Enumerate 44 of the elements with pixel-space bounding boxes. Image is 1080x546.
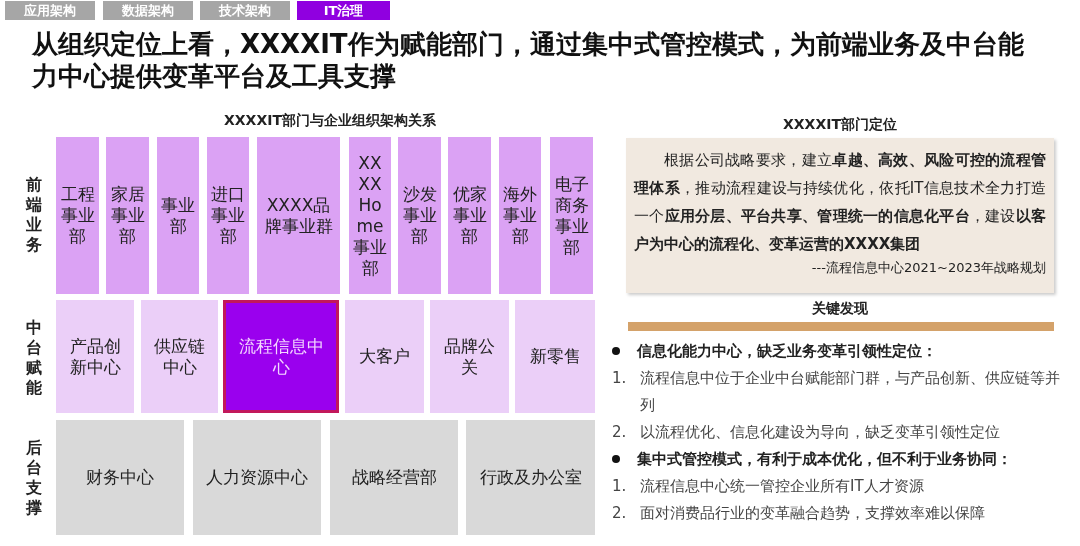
department-box: 行政及办公室 (466, 420, 595, 535)
row-label: 中台赋能 (26, 318, 43, 398)
finding-text: 流程信息中心统一管控企业所有IT人才资源 (640, 476, 925, 497)
department-box: 财务中心 (56, 420, 184, 535)
tab: 数据架构 (103, 1, 193, 20)
department-box: 进口事业部 (207, 137, 249, 294)
department-box: 沙发事业部 (398, 137, 441, 294)
list-number: 1. (612, 368, 628, 389)
list-number: 1. (612, 476, 628, 497)
center-box: 新零售 (515, 300, 595, 413)
tab: 技术架构 (200, 1, 290, 20)
center-box: 产品创新中心 (56, 300, 134, 413)
finding-text: 流程信息中位于企业中台赋能部门群，与产品创新、供应链等并列 (640, 368, 1060, 416)
section-heading: XXXXIT部门与企业组织架构关系 (223, 112, 437, 130)
tab: IT治理 (297, 1, 390, 20)
department-box: 优家事业部 (448, 137, 491, 294)
row-label: 后台支撑 (26, 438, 43, 518)
center-box: 大客户 (345, 300, 424, 413)
center-box: 流程信息中心 (223, 300, 339, 413)
department-box: 海外事业部 (499, 137, 541, 294)
slide-title: 从组织定位上看，XXXXIT作为赋能部门，通过集中式管控模式，为前端业务及中台能力中心提供变革平台及工具支撑 (32, 28, 1025, 92)
finding-heading: 集中式管控模式，有利于成本优化，但不利于业务协同： (637, 449, 1013, 470)
finding-text: 以流程优化、信息化建设为导向，缺乏变革引领性定位 (640, 422, 1001, 443)
row-label: 前端业务 (26, 175, 43, 255)
department-box: 电子商务事业部 (550, 137, 593, 294)
finding-text: 面对消费品行业的变革融合趋势，支撑效率难以保障 (640, 503, 986, 524)
quote-source: ---流程信息中心2021~2023年战略规划 (810, 259, 1046, 277)
list-number: 2. (612, 503, 628, 524)
tab: 应用架构 (5, 1, 95, 20)
department-box: XXXX品牌事业群 (257, 137, 340, 294)
section-heading: 关键发现 (811, 300, 869, 318)
department-box: 家居事业部 (106, 137, 149, 294)
list-number: 2. (612, 422, 628, 443)
center-box: 品牌公关 (430, 300, 509, 413)
section-heading: XXXXIT部门定位 (782, 116, 898, 134)
quote-text: 根据公司战略要求，建立卓越、高效、风险可控的流程管理体系，推动流程建设与持续优化，依托IT信息技术全力打造一个应用分层、平台共享、管理统一的信息化平台，建设以客户为中心的流程化、变革运营的XXXX集团 (634, 150, 1046, 255)
center-box: 供应链中心 (141, 300, 218, 413)
department-box: 人力资源中心 (193, 420, 321, 535)
department-box: 工程事业部 (56, 137, 99, 294)
department-box: XXXXHome事业部 (349, 137, 391, 294)
department-box: 战略经营部 (330, 420, 458, 535)
department-box: 事业部 (157, 137, 199, 294)
finding-heading: 信息化能力中心，缺乏业务变革引领性定位： (637, 341, 938, 362)
quote-card (626, 138, 1054, 293)
